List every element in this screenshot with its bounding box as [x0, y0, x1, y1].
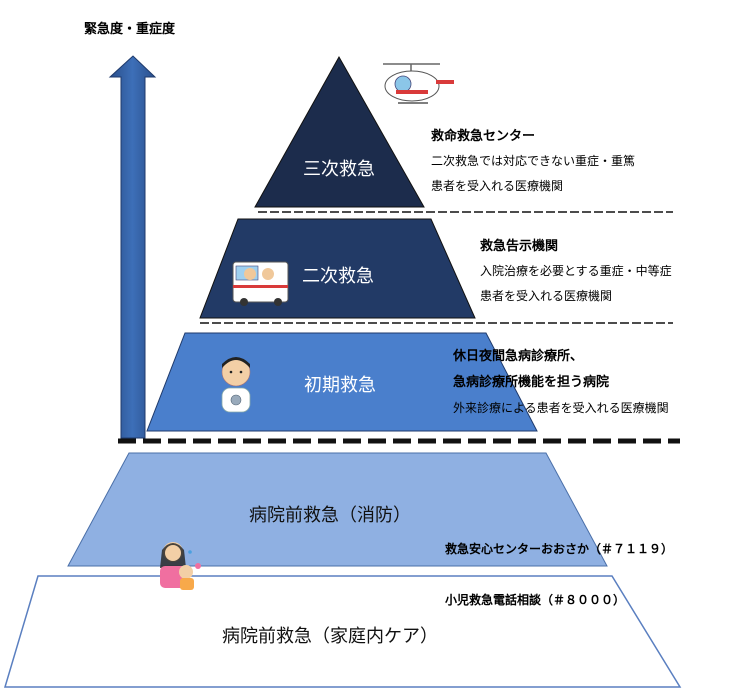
axis-label: 緊急度・重症度 — [84, 21, 176, 37]
tier-prehospital-fire-title: 病院前救急（消防） — [249, 505, 411, 526]
tier-prehospital-fire — [67, 452, 608, 567]
tier-secondary-desc-line: 患者を受入れる医療機関 — [480, 288, 612, 303]
parent-child-icon — [160, 542, 201, 590]
tier-tertiary-title: 三次救急 — [303, 159, 375, 180]
tier-primary-desc-line: 外来診療による患者を受入れる医療機関 — [453, 400, 669, 415]
tier-prehospital-home — [3, 575, 682, 688]
tier-primary-desc-title: 休日夜間急病診療所、 — [452, 348, 583, 364]
ambulance-icon — [232, 261, 289, 306]
tier-secondary-title: 二次救急 — [302, 266, 374, 287]
tier-primary-title: 初期救急 — [304, 375, 376, 396]
tier-secondary-desc-line: 入院治療を必要とする重症・中等症 — [480, 263, 672, 278]
tier-prehospital-home-desc: 小児救急電話相談（＃８０００） — [445, 592, 625, 607]
tier-tertiary-desc-title: 救命救急センター — [431, 128, 535, 144]
tier-secondary-desc-title: 救急告示機関 — [480, 238, 558, 254]
doctor-heli-icon — [383, 63, 454, 104]
doctor-icon — [221, 357, 251, 413]
tier-tertiary — [254, 55, 425, 208]
tier-prehospital-home-title: 病院前救急（家庭内ケア） — [222, 626, 438, 647]
tier-tertiary-desc-line: 患者を受入れる医療機関 — [431, 178, 563, 193]
tier-prehospital-fire-desc: 救急安心センターおおさか（＃７１１９） — [445, 541, 673, 556]
tier-primary-desc-title: 急病診療所機能を担う病院 — [453, 374, 609, 390]
severity-arrow — [108, 55, 157, 439]
tier-tertiary-desc-line: 二次救急では対応できない重症・重篤 — [431, 153, 635, 168]
